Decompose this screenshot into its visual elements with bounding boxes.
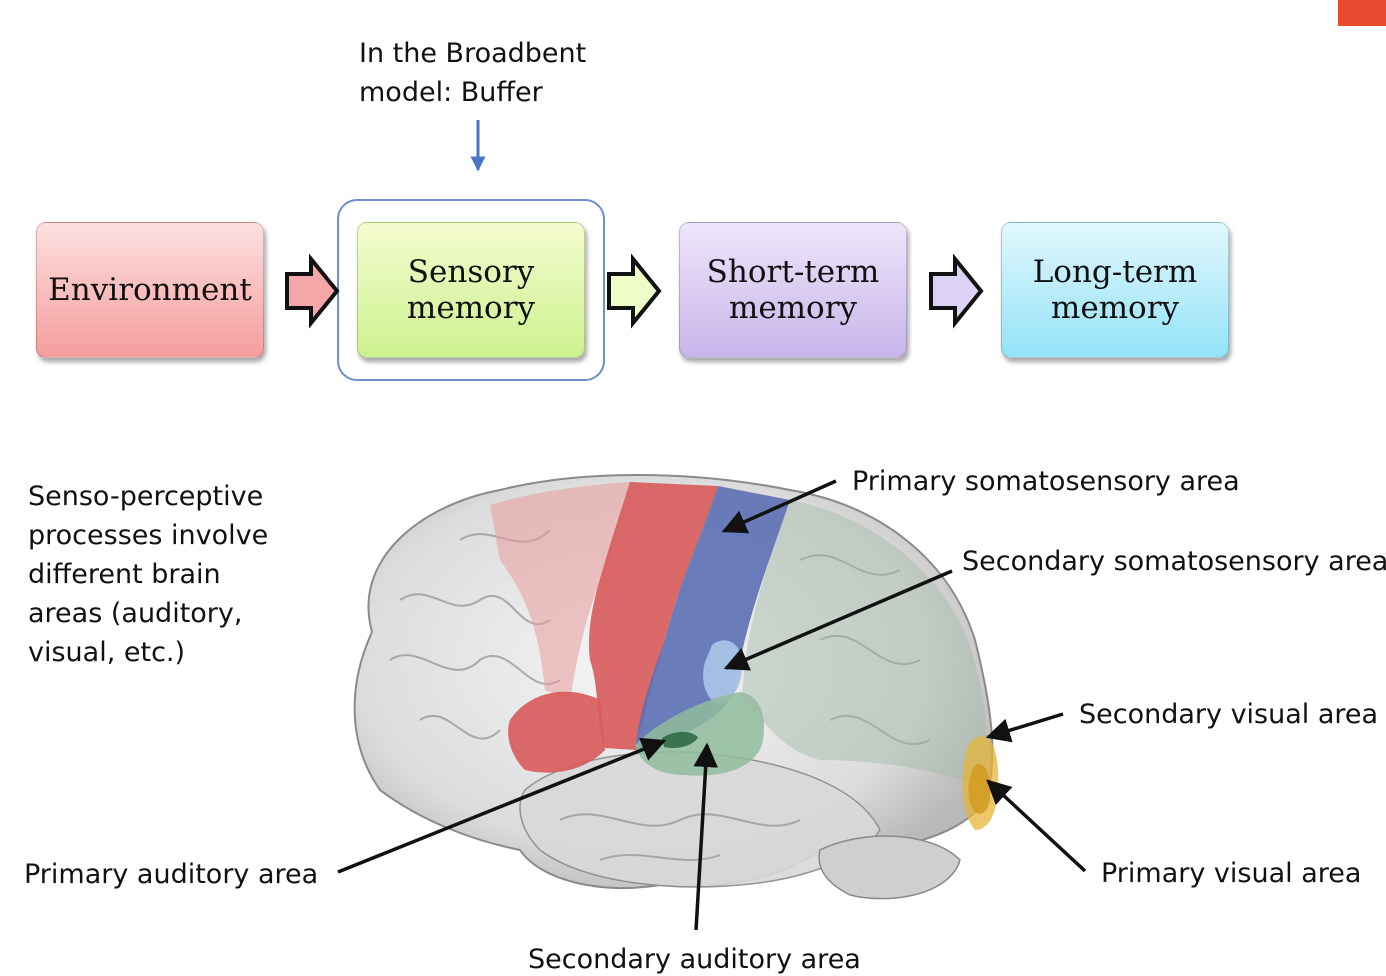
environment-box: Environment [36,222,264,358]
side-text-line: Senso-perceptive [28,481,264,512]
environment-label: Environment [48,272,252,308]
brain-gyri [389,529,931,861]
sensory-memory-label: Sensory memory [406,254,536,326]
side-text-line: processes involve [28,520,269,551]
brain-illustration [353,474,999,900]
arrow-primary-somatosensory [721,479,837,534]
side-text-line: different brain [28,559,221,590]
label-secondary-visual: Secondary visual area [1079,699,1379,730]
label-secondary-somatosensory: Secondary somatosensory area [962,546,1386,577]
label-primary-somatosensory: Primary somatosensory area [852,466,1240,497]
block-arrow-sensory-to-stm [607,253,662,329]
arrow-secondary-visual [985,712,1064,743]
motor-area [589,482,718,750]
senso-perceptive-note: Senso-perceptive processes involve diffe… [28,477,268,672]
sensory-memory-box: Sensory memory [357,222,585,358]
arrow-primary-auditory [337,737,667,874]
long-term-memory-label: Long-term memory [1032,254,1198,326]
side-text-line: areas (auditory, [28,598,243,629]
arrow-secondary-somatosensory [723,569,953,671]
side-text-line: visual, etc.) [28,637,186,668]
corner-badge [1338,0,1386,26]
secondary-auditory-area [635,692,764,776]
short-term-memory-box: Short-term memory [679,222,907,358]
primary-auditory-area [662,731,698,748]
primary-visual-area [968,764,991,814]
buffer-note: In the Broadbent model: Buffer [359,34,586,112]
motor-area-lower [508,691,605,773]
label-primary-auditory: Primary auditory area [24,859,319,890]
long-term-memory-box: Long-term memory [1001,222,1229,358]
premotor-area [490,482,630,700]
cerebellum [818,835,961,900]
association-area-shade [742,500,987,780]
label-primary-visual: Primary visual area [1101,858,1362,889]
buffer-note-line2: model: Buffer [359,77,543,108]
short-term-memory-label: Short-term memory [706,254,880,326]
label-secondary-auditory: Secondary auditory area [528,944,861,975]
buffer-note-line1: In the Broadbent [359,38,587,69]
primary-somatosensory-area [635,486,790,750]
arrow-primary-visual [986,779,1087,873]
arrow-secondary-auditory [693,742,718,931]
block-arrow-stm-to-ltm [929,253,984,329]
block-arrow-env-to-sensory [285,253,340,329]
